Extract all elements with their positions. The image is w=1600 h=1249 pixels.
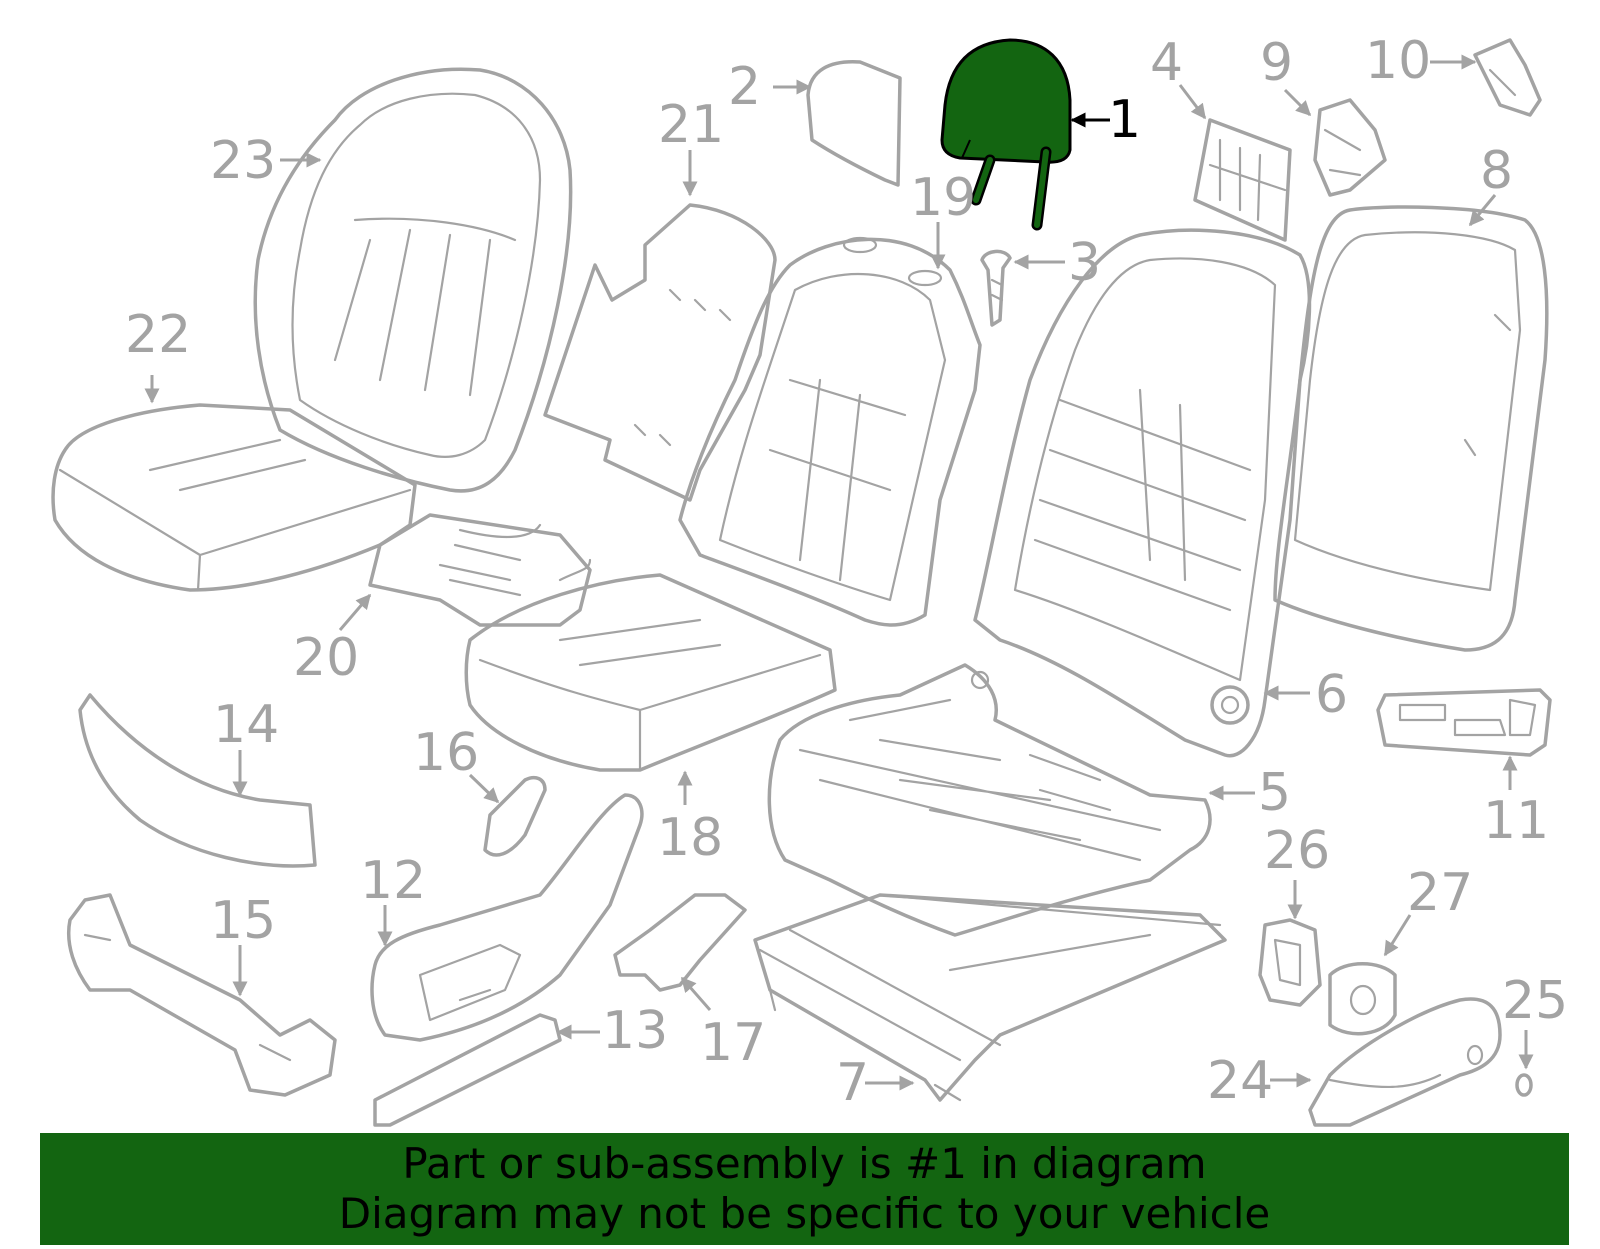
callout-25: 25 [1502, 971, 1568, 1031]
callout-22: 22 [125, 305, 191, 365]
callout-6: 6 [1315, 665, 1348, 725]
callout-15: 15 [210, 891, 276, 951]
part-27-cap[interactable] [1328, 962, 1397, 1036]
disclaimer-banner: Part or sub-assembly is #1 in diagram Di… [40, 1133, 1569, 1245]
callout-2: 2 [728, 57, 761, 117]
part-9-lumbar-unit[interactable] [1313, 98, 1387, 197]
callout-17: 17 [700, 1013, 766, 1073]
callout-7: 7 [836, 1053, 869, 1113]
callout-11: 11 [1483, 791, 1549, 851]
callout-5: 5 [1258, 763, 1291, 823]
callout-21: 21 [658, 95, 724, 155]
part-19-backrest-padding[interactable] [678, 236, 982, 627]
part-3-guide-sleeve[interactable] [980, 249, 1012, 327]
part-17-small-cover[interactable] [613, 893, 747, 992]
part-5-seat-frame[interactable] [767, 663, 1212, 937]
callout-10: 10 [1365, 31, 1431, 91]
callout-26: 26 [1264, 821, 1330, 881]
part-16-clip[interactable] [483, 776, 547, 857]
part-22-cushion-cover[interactable] [51, 403, 417, 592]
callout-1: 1 [1108, 90, 1141, 150]
part-20-sensor-mat[interactable] [368, 513, 592, 627]
callout-19: 19 [910, 168, 976, 228]
part-26-knob[interactable] [1258, 918, 1322, 1007]
callout-18: 18 [657, 808, 723, 868]
part-4-bracket-plate[interactable] [1193, 118, 1292, 242]
callout-20: 20 [293, 628, 359, 688]
callout-16: 16 [413, 723, 479, 783]
part-13-strip[interactable] [373, 1013, 562, 1127]
part-7-seat-track[interactable] [753, 893, 1227, 1102]
part-18-cushion-padding[interactable] [464, 573, 837, 772]
callout-27: 27 [1407, 863, 1473, 923]
callout-14: 14 [213, 695, 279, 755]
callout-13: 13 [602, 1001, 668, 1061]
callout-23: 23 [210, 131, 276, 191]
callout-labels: 1 2 3 4 5 6 7 8 9 10 11 12 13 14 15 16 1… [125, 31, 1568, 1113]
part-8-back-panel[interactable] [1273, 205, 1549, 652]
callout-9: 9 [1260, 33, 1293, 93]
part-6-backrest-frame[interactable] [973, 228, 1312, 758]
part-2-cover[interactable] [806, 60, 902, 187]
part-11-switch-bezel[interactable] [1376, 688, 1552, 757]
part-15-outer-shield[interactable] [67, 893, 337, 1097]
callout-4: 4 [1150, 33, 1183, 93]
leader-lines [144, 54, 1534, 1091]
part-25-screw[interactable] [1515, 1073, 1533, 1097]
part-12-side-trim[interactable] [370, 793, 644, 1042]
part-24-armrest[interactable] [1308, 997, 1502, 1127]
callout-3: 3 [1068, 233, 1101, 293]
callout-12: 12 [360, 851, 426, 911]
callout-8: 8 [1480, 141, 1513, 201]
part-10-clip[interactable] [1473, 38, 1542, 117]
banner-line-2: Diagram may not be specific to your vehi… [338, 1189, 1271, 1238]
part-23-backrest-cover[interactable] [253, 67, 573, 493]
callout-24: 24 [1207, 1051, 1273, 1111]
part-21-heating-mat[interactable] [543, 203, 777, 502]
banner-line-1: Part or sub-assembly is #1 in diagram [402, 1139, 1207, 1188]
part-14-trim-panel[interactable] [78, 693, 317, 868]
part-1-headrest[interactable] [940, 38, 1072, 231]
